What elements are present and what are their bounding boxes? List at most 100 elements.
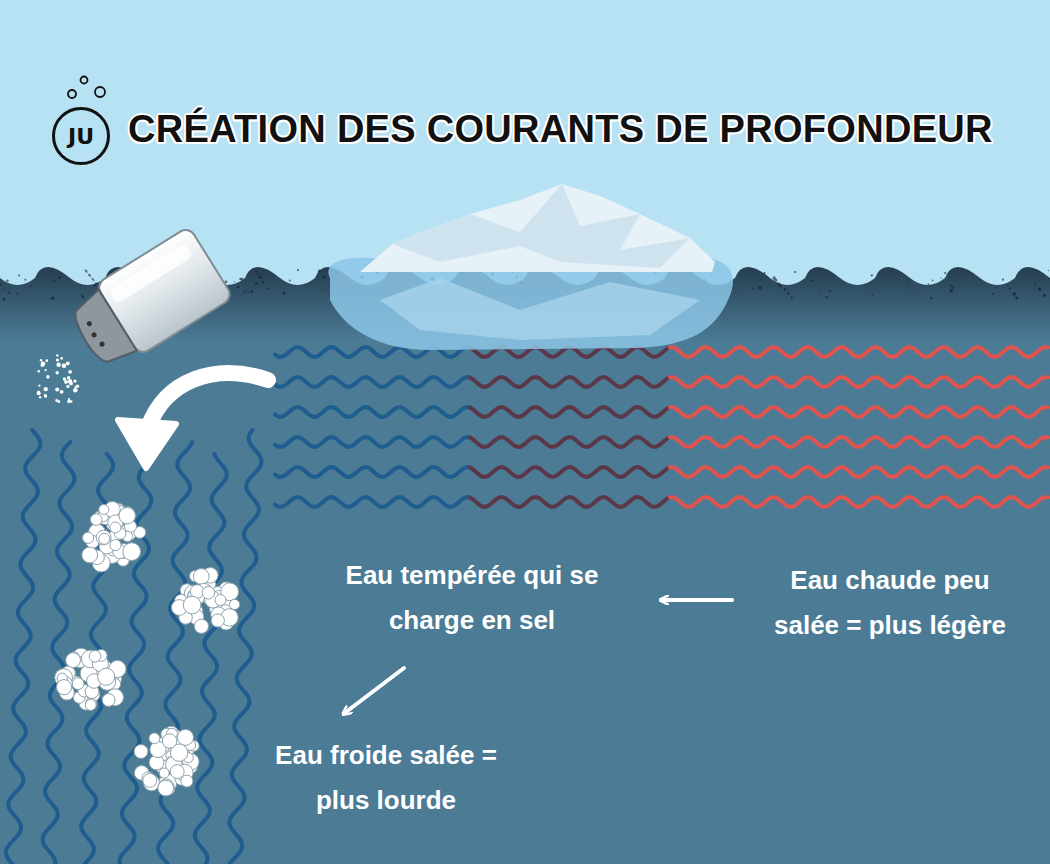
foam-dot [758, 286, 762, 290]
current-line [275, 407, 470, 417]
foam-dot [3, 288, 4, 289]
current-lines [275, 347, 1048, 507]
flow-arrow [346, 668, 404, 712]
salt-grain [38, 370, 40, 372]
foam-dot [3, 298, 6, 301]
salt-crystal [183, 596, 201, 614]
foam-dot [1034, 283, 1036, 285]
foam-dot [289, 280, 291, 282]
current-line [670, 407, 1048, 417]
sinking-line [195, 454, 227, 864]
salt-crystal [98, 668, 115, 685]
salt-crystal [96, 530, 111, 545]
salt-crystal [123, 543, 141, 561]
foam-dot [787, 292, 789, 294]
salt-grain [37, 391, 41, 395]
iceberg-top [360, 184, 715, 272]
foam-dot [791, 297, 793, 299]
foam-dot [90, 276, 92, 278]
current-line [470, 437, 668, 447]
current-line [670, 467, 1048, 477]
salt-grain [66, 361, 70, 365]
foam-dot [248, 292, 250, 294]
foam-dot [779, 285, 781, 287]
foam-dot [237, 286, 240, 289]
salt-grain [56, 354, 58, 356]
salt-crystal [90, 514, 102, 526]
foam-dot [996, 287, 998, 289]
current-line [670, 347, 1048, 357]
salt-crystal [159, 768, 169, 778]
shaker-hole [99, 341, 106, 348]
salt-grain [56, 363, 60, 367]
logo-bubble [68, 90, 76, 98]
salt-grain [44, 387, 48, 391]
salt-crystal [149, 733, 160, 744]
salt-crystal [178, 729, 194, 745]
salt-grain [56, 371, 59, 374]
salt-crystal [83, 532, 94, 543]
foam-dot [1015, 296, 1018, 299]
salt-crystal [85, 699, 96, 710]
foam-dot [872, 295, 874, 297]
salt-shaker [63, 226, 233, 376]
foam-dot [282, 291, 285, 294]
salt-crystal [82, 547, 98, 563]
foam-dot [8, 292, 10, 294]
current-line [670, 437, 1048, 447]
salt-crystal [56, 680, 71, 695]
salt-crystal [211, 614, 224, 627]
logo-bubble [81, 77, 88, 84]
foam-dot [24, 279, 26, 281]
current-line [275, 497, 470, 507]
salt-grain [62, 363, 67, 368]
foam-dot [912, 289, 913, 290]
foam-dot [97, 284, 98, 285]
foam-dot [267, 287, 269, 289]
salt-crystal [143, 773, 157, 787]
current-line [470, 377, 668, 387]
salt-grain [44, 394, 47, 397]
salt-crystal [110, 522, 121, 533]
salt-grain [39, 396, 41, 398]
foam-dot [92, 278, 94, 280]
salt-crystal [89, 651, 101, 663]
foam-dot [259, 276, 262, 279]
water-label: Eau chaude peu salée = plus légère [763, 558, 1018, 648]
salt-crystal [230, 599, 240, 609]
salt-grain [63, 377, 66, 380]
shaker-hole [86, 320, 93, 327]
salt-crystal [158, 780, 174, 796]
foam-dot [1048, 270, 1049, 271]
foam-dot [6, 280, 9, 283]
salt-grain [41, 362, 45, 366]
salt-grain [46, 375, 50, 379]
salt-grain [68, 379, 72, 383]
salt-crystal [162, 734, 176, 748]
foam-dot [83, 297, 85, 299]
water-label: Eau froide salée = plus lourde [260, 733, 512, 823]
current-line [275, 377, 470, 387]
foam-dot [1013, 292, 1016, 295]
foam-dot [81, 295, 84, 298]
shaker-shine [109, 243, 194, 304]
salt-crystal [66, 653, 81, 668]
foam-dot [825, 296, 828, 299]
salt-crystal [119, 508, 135, 524]
salt-grain [55, 388, 59, 392]
foam-dot [794, 271, 796, 273]
foam-dot [829, 290, 831, 292]
foam-dot [761, 279, 762, 280]
foam-dot [325, 288, 326, 289]
salt-grains [37, 354, 79, 403]
foam-dot [86, 271, 88, 273]
salt-grain [76, 385, 80, 389]
salt-clumps [55, 502, 240, 796]
salt-grain [45, 359, 48, 362]
salt-crystal [194, 619, 208, 633]
salt-grain [38, 385, 40, 387]
foam-dot [30, 285, 32, 287]
iceberg-facets [392, 184, 690, 268]
foam-dot [0, 283, 1, 285]
